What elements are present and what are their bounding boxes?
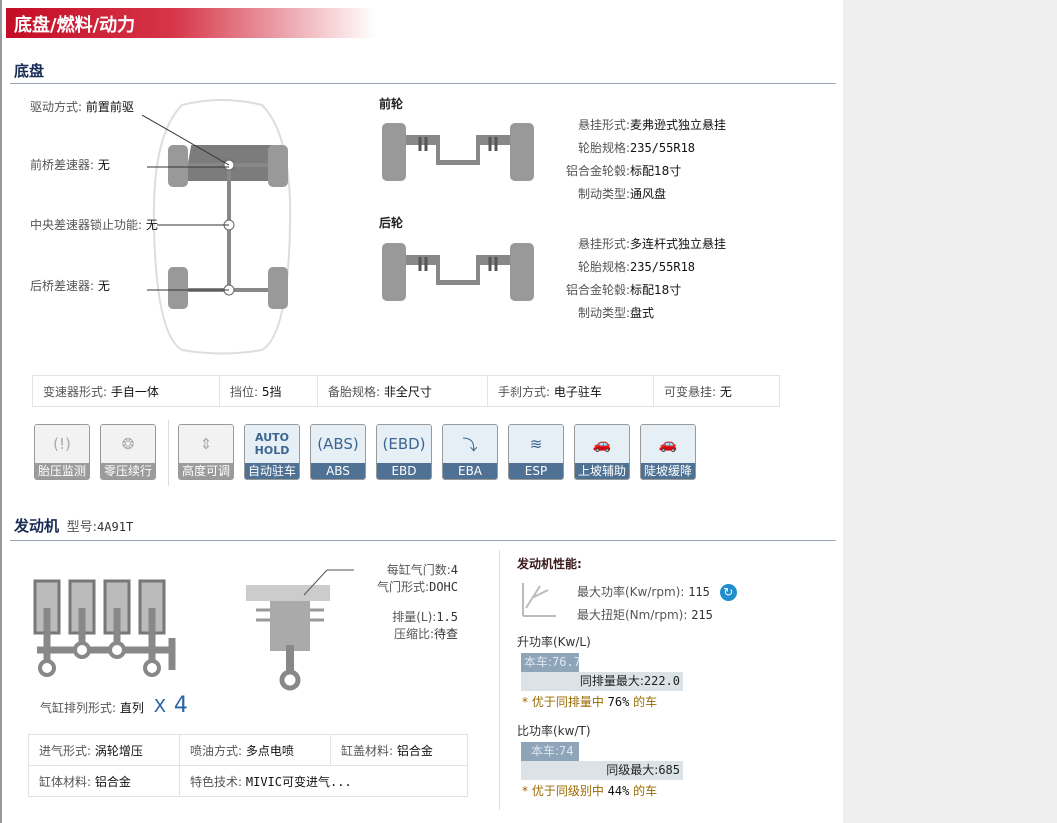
feature-tire-pressure[interactable]: (!)胎压监测: [34, 424, 90, 480]
rear-spec-row: 铝合金轮毂:标配18寸: [565, 283, 682, 297]
feature-eba[interactable]: ⤵EBA: [442, 424, 498, 480]
feature-label: 高度可调: [179, 463, 233, 479]
max-bar: 同级最大:685: [521, 761, 683, 780]
feature-runflat-tire[interactable]: ❂零压续行: [100, 424, 156, 480]
spec-cell: 手刹方式: 电子驻车: [487, 375, 654, 407]
feature-hill-start[interactable]: 🚗上坡辅助: [574, 424, 630, 480]
feature-abs[interactable]: (ABS)ABS: [310, 424, 366, 480]
rank-note: * 优于同排量中 76% 的车: [522, 695, 658, 709]
front-spec-row: 制动类型:通风盘: [577, 187, 667, 201]
cylinder-cross-section-image: [246, 569, 354, 691]
front-spec-row: 铝合金轮毂:标配18寸: [565, 164, 682, 178]
weight-power: 比功率(kw/T) 本车:74 同级最大:685 * 优于同级别中 44% 的车: [517, 722, 687, 799]
divider: [10, 540, 836, 541]
max-bar: 同排量最大:222.0: [521, 672, 683, 691]
divider: [499, 550, 500, 810]
feature-label: 自动驻车: [245, 463, 299, 479]
rear-spec-row: 悬挂形式:多连杆式独立悬挂: [577, 237, 727, 251]
car-chassis-diagram: [142, 99, 292, 355]
chassis-title: 底盘: [14, 62, 45, 80]
esp-icon: ≋: [509, 425, 563, 463]
this-car-bar: 本车:76.7: [521, 653, 579, 672]
rear-suspension-image: [382, 243, 534, 301]
spec-cell: 变速器形式: 手自一体: [32, 375, 220, 407]
spec-cell: 缸体材料: 铝合金: [28, 765, 180, 797]
transmission-spec-table: 变速器形式: 手自一体 挡位: 5挡 备胎规格: 非全尺寸 手刹方式: 电子驻车…: [32, 375, 780, 407]
eba-icon: ⤵: [443, 425, 497, 463]
rear-specs: 悬挂形式:多连杆式独立悬挂 轮胎规格:235/55R18 铝合金轮毂:标配18寸…: [542, 233, 762, 325]
hill-start-icon: 🚗: [575, 425, 629, 463]
spec-cell: 特色技术: MIVIC可变进气...: [179, 765, 468, 797]
spec-cell: 喷油方式: 多点电喷: [179, 734, 331, 766]
rear-spec-row: 轮胎规格:235/55R18: [577, 260, 696, 274]
feature-hill-descent[interactable]: 🚗陡坡缓降: [640, 424, 696, 480]
cylinder-layout: 气缸排列形式: 直列 X 4: [40, 693, 188, 718]
liter-power-bars: 本车:76.7 同排量最大:222.0: [521, 653, 687, 691]
rear-differential: 后桥差速器: 无: [30, 279, 110, 293]
divider: [10, 83, 836, 84]
front-spec-row: 轮胎规格:235/55R18: [577, 141, 696, 155]
rank-note: * 优于同级别中 44% 的车: [522, 784, 658, 798]
center-differential-lock: 中央差速器锁止功能: 无: [30, 218, 158, 232]
engine-spec-table: 进气形式: 涡轮增压 喷油方式: 多点电喷 缸盖材料: 铝合金 缸体材料: 铝合…: [28, 734, 468, 797]
feature-label: 胎压监测: [35, 463, 89, 479]
runflat-tire-icon: ❂: [101, 425, 155, 463]
feature-label: ESP: [509, 463, 563, 479]
spec-cell: 备胎规格: 非全尺寸: [317, 375, 488, 407]
tire-pressure-icon: (!): [35, 425, 89, 463]
feature-label: EBD: [377, 463, 431, 479]
front-suspension-image: [382, 123, 534, 181]
liter-power-title: 升功率(Kw/L): [517, 635, 591, 649]
drive-type: 驱动方式: 前置前驱: [30, 100, 134, 114]
valve-info: 每缸气门数:4 气门形式:DOHC 排量(L):1.5 压缩比:待查: [377, 563, 458, 641]
rear-wheel-title: 后轮: [379, 216, 404, 230]
feature-ebd[interactable]: (EBD)EBD: [376, 424, 432, 480]
front-spec-row: 悬挂形式:麦弗逊式独立悬挂: [577, 118, 727, 132]
power-curve-icon: [522, 583, 556, 617]
height-adjust-icon: ⇕: [179, 425, 233, 463]
feature-esp[interactable]: ≋ESP: [508, 424, 564, 480]
spec-cell: 可变悬挂: 无: [653, 375, 780, 407]
feature-label: 上坡辅助: [575, 463, 629, 479]
feature-label: 零压续行: [101, 463, 155, 479]
ebd-icon: (EBD): [377, 425, 431, 463]
feature-height-adjust[interactable]: ⇕高度可调: [178, 424, 234, 480]
auto-hold-icon: AUTO HOLD: [245, 425, 299, 463]
front-wheel-title: 前轮: [379, 97, 404, 111]
inline-cylinders-image: [33, 579, 176, 677]
spec-cell: 缸盖材料: 铝合金: [330, 734, 468, 766]
liter-power: 升功率(Kw/L) 本车:76.7 同排量最大:222.0 * 优于同排量中 7…: [517, 633, 687, 710]
divider: [168, 420, 169, 486]
perf-title: 发动机性能:: [517, 557, 582, 571]
feature-label: EBA: [443, 463, 497, 479]
section-header: 底盘/燃料/动力: [6, 8, 376, 38]
page: 底盘/燃料/动力 底盘 驱动方式: 前置前驱 前桥差速器: 无 中央差速器锁止功…: [0, 0, 843, 823]
spec-cell: 挡位: 5挡: [219, 375, 318, 407]
this-car-bar: 本车:74: [521, 742, 579, 761]
spec-cell: 进气形式: 涡轮增压: [28, 734, 180, 766]
hill-descent-icon: 🚗: [641, 425, 695, 463]
rear-spec-row: 制动类型:盘式: [577, 306, 655, 320]
front-specs: 悬挂形式:麦弗逊式独立悬挂 轮胎规格:235/55R18 铝合金轮毂:标配18寸…: [542, 114, 762, 206]
feature-label: ABS: [311, 463, 365, 479]
power-torque: 最大功率(Kw/rpm): 115 ↻ 最大扭矩(Nm/rpm): 215: [577, 581, 737, 627]
refresh-icon[interactable]: ↻: [719, 584, 737, 601]
engine-header: 发动机 型号:4A91T: [14, 517, 134, 535]
feature-label: 陡坡缓降: [641, 463, 695, 479]
weight-power-bars: 本车:74 同级最大:685: [521, 742, 687, 780]
front-differential: 前桥差速器: 无: [30, 158, 110, 172]
abs-icon: (ABS): [311, 425, 365, 463]
weight-power-title: 比功率(kw/T): [517, 724, 591, 738]
